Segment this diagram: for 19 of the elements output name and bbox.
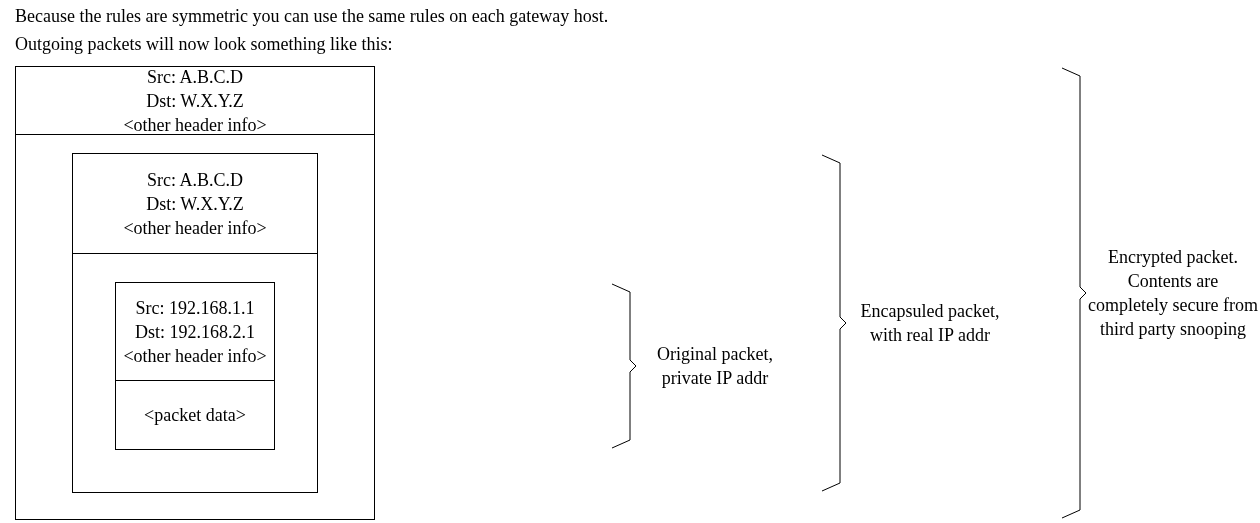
brace-caption: Encapsuled packet, with real IP addr <box>859 300 1001 347</box>
header-text: Src: A.B.C.D <box>147 65 243 89</box>
brace-caption: Encrypted packet. Contents are completely secure from third party snooping <box>1088 246 1258 341</box>
header-text: <other header info> <box>123 216 267 240</box>
header-text: <packet data> <box>144 404 246 426</box>
packet-box <box>15 66 375 520</box>
brace-caption: Original packet, private IP addr <box>656 343 774 390</box>
header-text: Dst: 192.168.2.1 <box>135 320 255 344</box>
header-text: Dst: W.X.Y.Z <box>146 192 244 216</box>
header-text: Src: A.B.C.D <box>147 168 243 192</box>
packet-box <box>115 282 275 450</box>
header-text: <other header info> <box>123 113 267 137</box>
note-text: Because the rules are symmetric you can use the same rules on each gateway host. <box>15 6 609 27</box>
packet-box <box>72 153 318 493</box>
header-text: Src: 192.168.1.1 <box>135 296 255 320</box>
header-text: <other header info> <box>123 344 267 368</box>
header-section <box>16 67 374 135</box>
note-text: Outgoing packets will now look something like this: <box>15 34 393 55</box>
header-text: Dst: W.X.Y.Z <box>146 89 244 113</box>
